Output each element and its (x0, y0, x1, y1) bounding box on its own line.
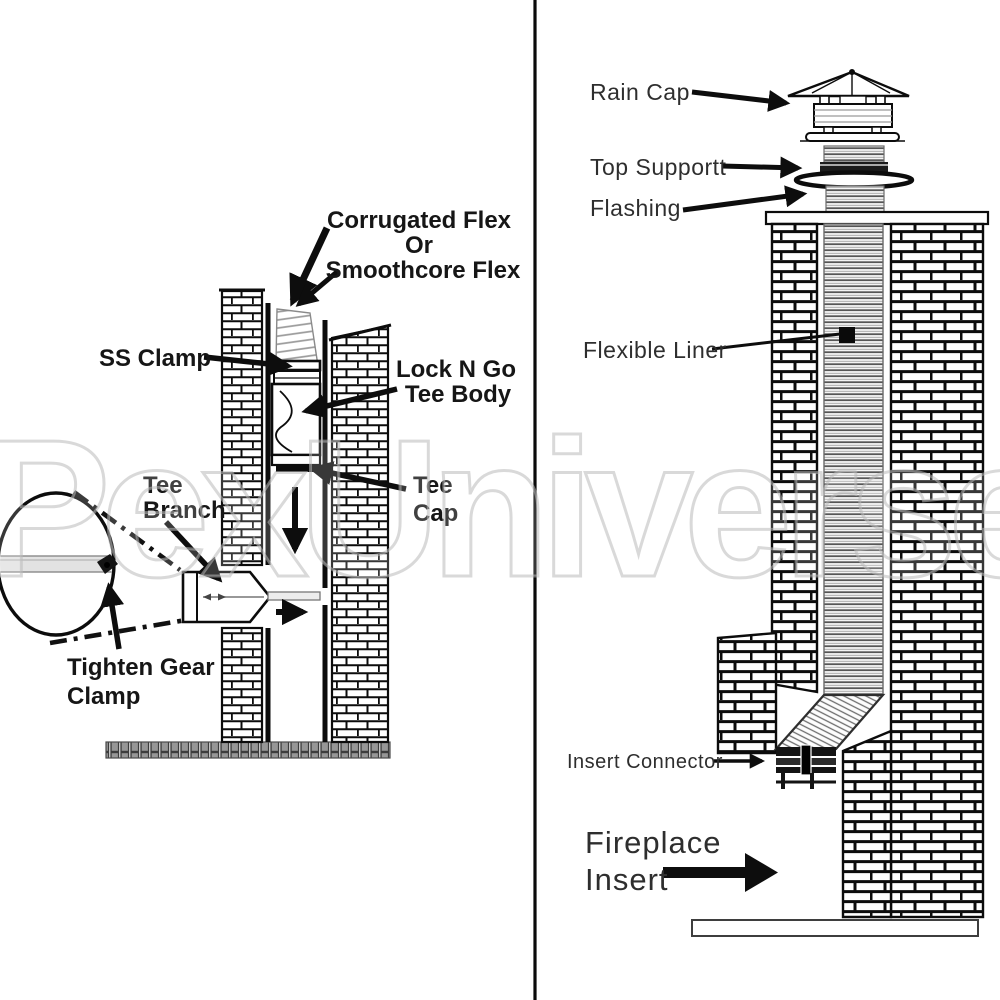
right-label-arrows (682, 89, 841, 769)
flexible-liner-pointer-line (711, 332, 841, 351)
tee-cap-drawing (270, 453, 322, 472)
brick-below-bend (841, 729, 893, 919)
rain-cap-drawing (787, 69, 910, 142)
tee-cap-label-line1: Tee (413, 472, 453, 499)
liner-marker-square (839, 327, 855, 343)
fireplace-hearth-slab (691, 919, 979, 937)
corrugated-flex-label-line2: Or (405, 232, 433, 259)
left-panel-diagram: Corrugated Flex Or Smoothcore Flex SS Cl… (0, 207, 521, 759)
top-support-label: Top Supportt (590, 154, 727, 180)
lock-n-go-collar (273, 370, 321, 385)
liner-stub (823, 145, 885, 163)
flexible-liner-pipe (823, 223, 884, 696)
fireplace-insert-arrow (663, 853, 778, 892)
right-brick-column (328, 323, 392, 744)
chimney-right-brick (889, 222, 985, 919)
left-label-arrows (100, 226, 407, 650)
ground-hatch (105, 741, 391, 759)
flexible-liner-label: Flexible Liner (583, 337, 727, 363)
tee-branch-arrow (163, 520, 223, 583)
chimney-left-brick (770, 222, 819, 694)
insert-connector-drawing (776, 744, 836, 789)
corrugated-flex-label-line3: Smoothcore Flex (326, 257, 521, 284)
tee-body (270, 382, 322, 457)
insert-connector-label: Insert Connector (567, 751, 723, 773)
right-panel-diagram: Rain Cap Top Supportt Flashing Flexible … (567, 69, 990, 937)
gear-clamp-magnifier (0, 491, 118, 637)
tee-cap-arrow (308, 461, 407, 492)
flue-wall-lines (265, 303, 328, 742)
chimney-crown-slab (764, 210, 990, 226)
corrugated-flex-label-line1: Corrugated Flex (327, 207, 512, 234)
flashing-flange (793, 170, 915, 190)
tee-cap-label-line2: Cap (413, 500, 458, 527)
rain-cap-label: Rain Cap (590, 79, 690, 105)
flashing-label: Flashing (590, 195, 681, 221)
tee-branch-label-line1: Tee (143, 472, 183, 499)
flashing-arrow (682, 185, 808, 213)
liner-upper (825, 185, 885, 215)
lock-n-go-arrow (301, 386, 398, 419)
tighten-gear-clamp-label-line2: Clamp (67, 683, 140, 710)
tighten-gear-clamp-label-line1: Tighten Gear (67, 654, 215, 681)
fireplace-insert-label-line1: Fireplace (585, 825, 722, 860)
corbel-brick-block (716, 631, 778, 755)
ss-clamp-arrow (203, 351, 293, 376)
corrugated-flex-pipe (275, 308, 319, 367)
lock-n-go-label-line2: Tee Body (405, 381, 512, 408)
corrugated-flex-arrow-2 (295, 269, 340, 307)
ss-clamp-label: SS Clamp (99, 345, 211, 372)
tee-branch-label-line2: Branch (143, 497, 226, 524)
top-support-arrow (721, 156, 803, 179)
magnifier-callout-lines (49, 490, 187, 646)
tighten-gear-clamp-arrow (100, 582, 125, 650)
fireplace-insert-label-line2: Insert (585, 862, 669, 897)
rain-cap-arrow (691, 89, 791, 112)
left-brick-column (219, 288, 265, 744)
lock-n-go-label-line1: Lock N Go (396, 356, 516, 383)
corrugated-flex-arrow-1 (289, 226, 331, 307)
